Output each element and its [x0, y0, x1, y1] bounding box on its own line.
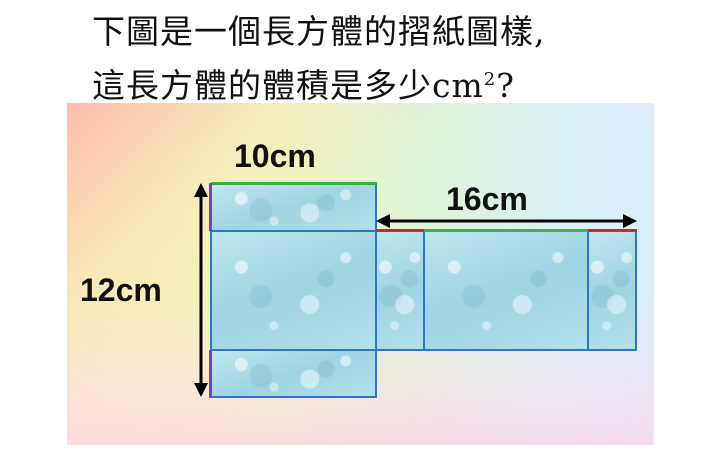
purple-edge-top: [209, 183, 212, 231]
question-text: 下圖是一個長方體的摺紙圖樣, 這長方體的體積是多少cm2?: [92, 8, 712, 110]
length-arrow: [376, 214, 637, 228]
question-line-1: 下圖是一個長方體的摺紙圖樣,: [92, 12, 546, 51]
length-label: 16cm: [446, 181, 528, 217]
question-line-2-main: 這長方體的體積是多少cm: [92, 66, 484, 105]
red-edge-left-side: [588, 229, 637, 232]
red-edge-right-side: [376, 229, 424, 232]
unit-exponent: 2: [483, 69, 497, 90]
face-bottom: [210, 349, 377, 398]
question-line-2: 這長方體的體積是多少cm2?: [92, 56, 712, 110]
green-edge-back: [424, 229, 588, 232]
green-edge-top: [211, 182, 377, 185]
width-label: 10cm: [234, 138, 316, 174]
height-arrow: [194, 183, 208, 397]
question-mark: ?: [496, 66, 515, 105]
purple-edge-bottom: [209, 350, 212, 398]
height-label: 12cm: [80, 272, 162, 308]
